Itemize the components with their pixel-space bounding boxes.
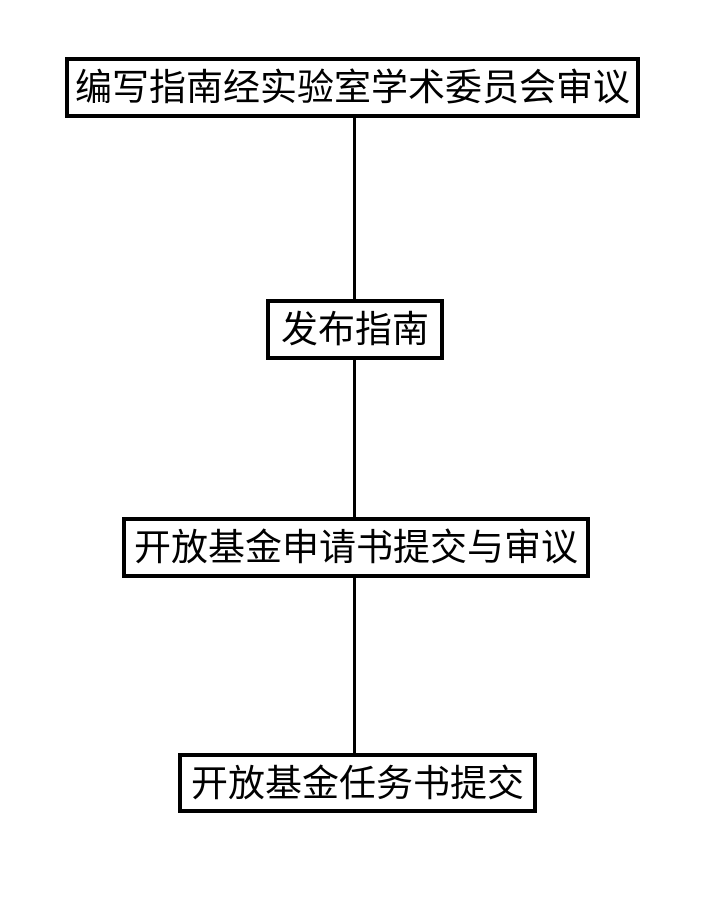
connector-step2-step3 (353, 358, 356, 519)
connector-step3-step4 (353, 576, 356, 755)
connector-step1-step2 (353, 116, 356, 301)
flow-node-step-2: 发布指南 (266, 299, 444, 360)
flow-node-step-4-label: 开放基金任务书提交 (191, 762, 524, 804)
flow-node-step-4: 开放基金任务书提交 (178, 753, 537, 813)
flow-node-step-3: 开放基金申请书提交与审议 (122, 517, 590, 578)
flow-node-step-1: 编写指南经实验室学术委员会审议 (65, 57, 640, 118)
flow-node-step-3-label: 开放基金申请书提交与审议 (134, 527, 578, 568)
flow-node-step-1-label: 编写指南经实验室学术委员会审议 (75, 67, 630, 108)
flow-node-step-2-label: 发布指南 (281, 309, 429, 350)
